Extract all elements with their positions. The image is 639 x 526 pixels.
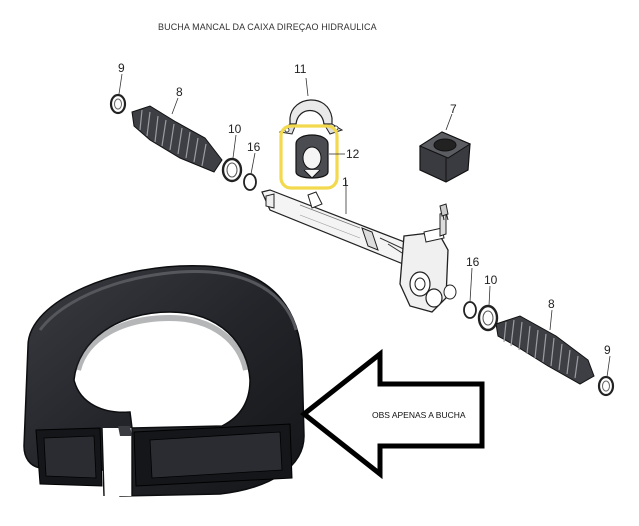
- bushing-12: [295, 134, 329, 179]
- callout-7: 7: [450, 102, 457, 116]
- callout-8-right: 8: [548, 297, 555, 311]
- ring-16-left: [243, 173, 257, 191]
- ring-16-right: [463, 301, 477, 319]
- callout-12: 12: [346, 147, 360, 161]
- bushing-photo: [23, 264, 305, 497]
- mount-7: [418, 131, 472, 183]
- diagram-title: BUCHA MANCAL DA CAIXA DIREÇAO HIDRAULICA: [158, 22, 377, 32]
- bellows-8-left: [131, 105, 223, 173]
- ring-10-right: [477, 304, 499, 332]
- callout-9-right: 9: [604, 343, 611, 357]
- callout-16-right: 16: [466, 255, 480, 269]
- callout-10-left: 10: [228, 122, 242, 136]
- highlight-frame: [279, 124, 339, 190]
- callout-10-right: 10: [484, 273, 498, 287]
- bellows-8-right: [495, 315, 595, 385]
- rack-housing-1: [261, 189, 457, 313]
- ring-9-right: [597, 375, 615, 397]
- pointer-arrow: [299, 348, 485, 480]
- callout-9-left: 9: [118, 61, 125, 75]
- ring-10-left: [221, 157, 243, 183]
- callout-8-left: 8: [176, 85, 183, 99]
- callout-16-left: 16: [247, 140, 261, 154]
- callout-1: 1: [342, 175, 349, 189]
- ring-9-left: [109, 93, 127, 115]
- callout-11: 11: [294, 62, 307, 76]
- arrow-note: OBS APENAS A BUCHA: [372, 410, 466, 420]
